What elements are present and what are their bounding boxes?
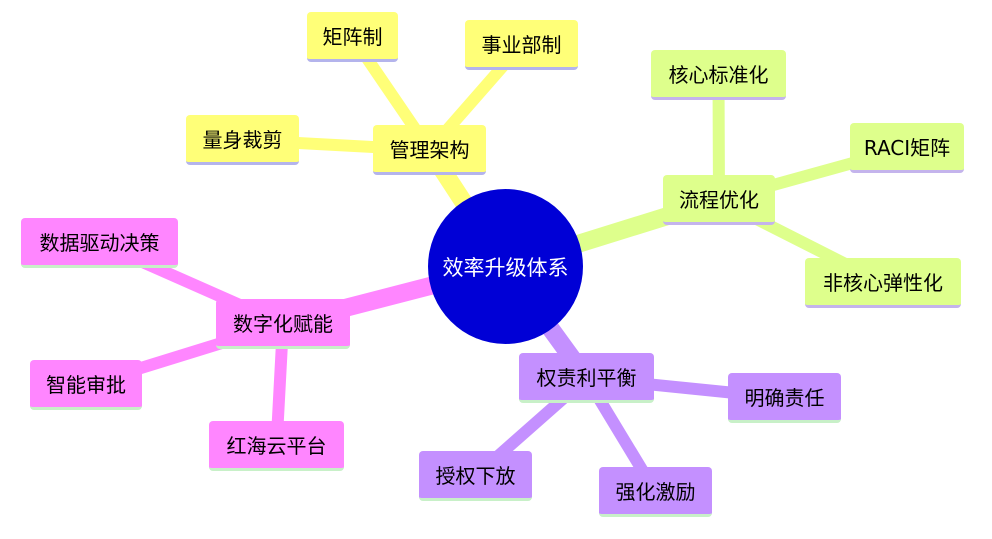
leaf-node-incentive[interactable]: 强化激励	[599, 467, 712, 517]
leaf-label-incentive: 强化激励	[615, 480, 696, 504]
leaf-node-division[interactable]: 事业部制	[465, 20, 578, 70]
branch-node-process[interactable]: 流程优化	[663, 175, 775, 225]
leaf-node-data-driven[interactable]: 数据驱动决策	[21, 218, 178, 268]
branch-label-digital: 数字化赋能	[233, 312, 333, 336]
center-node-label: 效率升级体系	[442, 255, 569, 280]
leaf-label-raci-matrix: RACI矩阵	[863, 136, 951, 160]
leaf-node-clear-duty[interactable]: 明确责任	[728, 373, 841, 423]
leaf-node-smart-approval[interactable]: 智能审批	[30, 360, 142, 410]
leaf-label-delegation: 授权下放	[435, 464, 516, 488]
leaf-node-delegation[interactable]: 授权下放	[419, 451, 532, 501]
leaf-label-core-standardization: 核心标准化	[668, 63, 769, 87]
leaf-node-cloud-platform[interactable]: 红海云平台	[209, 421, 344, 471]
branch-node-management[interactable]: 管理架构	[373, 125, 486, 175]
branch-node-digital[interactable]: 数字化赋能	[216, 299, 350, 349]
leaf-label-division: 事业部制	[481, 33, 562, 57]
center-node[interactable]: 效率升级体系	[428, 189, 583, 344]
leaf-node-core-standardization[interactable]: 核心标准化	[651, 50, 786, 100]
branch-label-power: 权责利平衡	[536, 366, 637, 390]
leaf-node-flexible[interactable]: 非核心弹性化	[805, 258, 961, 308]
leaf-node-matrix[interactable]: 矩阵制	[307, 12, 398, 62]
branch-node-power[interactable]: 权责利平衡	[519, 353, 654, 403]
leaf-label-smart-approval: 智能审批	[46, 373, 126, 397]
leaf-label-tailored: 量身裁剪	[202, 128, 283, 152]
leaf-label-data-driven: 数据驱动决策	[39, 231, 160, 255]
branch-label-management: 管理架构	[389, 138, 470, 162]
leaf-node-raci-matrix[interactable]: RACI矩阵	[850, 123, 964, 173]
leaf-node-tailored[interactable]: 量身裁剪	[186, 115, 299, 165]
leaf-label-matrix: 矩阵制	[322, 25, 383, 49]
leaf-label-flexible: 非核心弹性化	[823, 271, 943, 295]
leaf-label-cloud-platform: 红海云平台	[226, 434, 327, 458]
branch-label-process: 流程优化	[679, 188, 759, 212]
leaf-label-clear-duty: 明确责任	[744, 386, 825, 410]
